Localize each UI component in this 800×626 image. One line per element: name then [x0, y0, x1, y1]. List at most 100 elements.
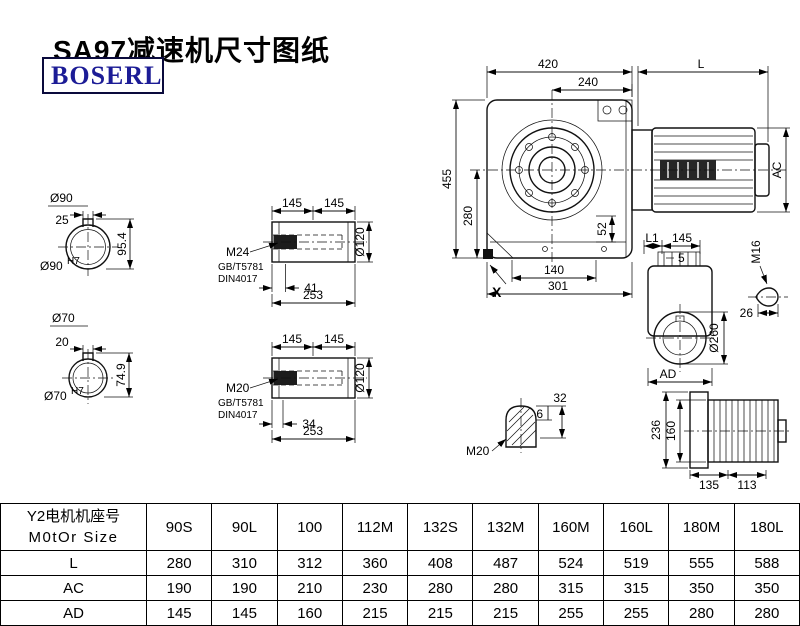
table-cell: 588	[733, 550, 800, 576]
dim-236: 236	[649, 391, 688, 469]
col-header-100: 100	[276, 503, 343, 551]
dim-label-26: 26	[740, 306, 754, 320]
dim-label-301: 301	[548, 279, 568, 293]
table-cell: 160	[276, 600, 343, 626]
dim-label-m16: M16	[749, 240, 763, 264]
col-header-180m: 180M	[668, 503, 735, 551]
table-cell: 210	[276, 575, 343, 601]
dim-420: 420	[486, 57, 633, 98]
dim-motor-length-L: L	[637, 57, 769, 142]
std-label-din4017b: DIN4017	[218, 410, 258, 421]
dim-label-236: 236	[649, 420, 663, 440]
table-cell: 215	[407, 600, 474, 626]
table-cell: 215	[341, 600, 409, 626]
dim-height-95-4: 95.4	[96, 218, 134, 270]
table-cell: 487	[472, 550, 539, 576]
table-cell: 280	[668, 600, 735, 626]
dim-label-253a: 253	[303, 288, 323, 302]
dim-113: 113	[728, 470, 767, 492]
table-cell: 190	[145, 575, 213, 601]
dim-145-145-bottom: 145 145	[271, 332, 356, 356]
col-header-112m: 112M	[341, 503, 409, 551]
dim-label-420: 420	[538, 57, 558, 71]
table-cell: 230	[341, 575, 409, 601]
dim-label-253b: 253	[303, 424, 323, 438]
table-cell: 145	[211, 600, 278, 626]
dim-32: 32	[540, 391, 567, 439]
table-cell: 255	[537, 600, 605, 626]
dim-AD: AD	[647, 367, 713, 386]
main-front-view: 420 L 240 455 280 52	[440, 57, 790, 300]
dim-52: 52	[595, 215, 616, 243]
dim-140: 140	[511, 260, 597, 282]
side-view: L1 145 5 M16 26 Ø260 AD	[643, 231, 788, 386]
dim-label-160: 160	[664, 421, 678, 441]
dim-280: 280	[461, 170, 480, 258]
std-label-gbt5781a: GB/T5781	[218, 262, 264, 273]
dim-M16: M16	[749, 240, 768, 285]
dim-301: 301	[486, 262, 633, 298]
dim-label-L: L	[698, 57, 705, 71]
table-cell: 280	[145, 550, 213, 576]
hollow-shaft-m24-view: 145 145 Ø120 M24 GB/T5781 DIN4017 41	[218, 196, 373, 307]
dim-label-20: 20	[55, 335, 69, 349]
dim-label-dia90-h7: Ø90	[40, 259, 63, 273]
dim-label-dia70-h7: Ø70	[44, 389, 67, 403]
col-header-90s: 90S	[145, 503, 213, 551]
dim-dia120-top: Ø120	[353, 221, 373, 263]
dim-label-dia260: Ø260	[707, 323, 721, 353]
col-header-90l: 90L	[211, 503, 278, 551]
table-cell: 215	[472, 600, 539, 626]
table-cell: 255	[603, 600, 670, 626]
dim-label-dia120b: Ø120	[353, 363, 367, 393]
row-label-AD: AD	[0, 600, 147, 626]
dim-135: 135	[689, 470, 729, 492]
dim-label-25: 25	[55, 213, 69, 227]
dim-label-145c: 145	[282, 332, 302, 346]
table-cell: 408	[407, 550, 474, 576]
table-header-row: Y2电机机座号 M0tOr Size 90S 90L 100 112M 132S…	[0, 503, 800, 551]
dim-160: 160	[664, 399, 706, 463]
row-label-L: L	[0, 550, 147, 576]
motor-size-table: Y2电机机座号 M0tOr Size 90S 90L 100 112M 132S…	[0, 503, 800, 626]
dim-label-dia90: Ø90	[50, 191, 73, 205]
table-cell: 280	[472, 575, 539, 601]
table-cell: 350	[733, 575, 800, 601]
motor-outline	[631, 127, 770, 213]
dim-label-95-4: 95.4	[115, 232, 129, 256]
boserl-logo-text: BOSERL	[51, 60, 163, 90]
table-row-AD: AD 145 145 160 215 215 215 255 255 280 2…	[0, 600, 800, 626]
shaft-section-70-view: Ø70 20 74.9 Ø70 H7	[44, 311, 133, 404]
dim-label-113: 113	[737, 478, 756, 492]
dim-label-280: 280	[461, 206, 475, 226]
table-row-L: L 280 310 312 360 408 487 524 519 555 58…	[0, 550, 800, 576]
dim-455: 455	[440, 99, 485, 259]
hollow-shaft-m20-view: 145 145 Ø120 M20 GB/T5781 DIN4017 34	[218, 332, 373, 443]
dim-key-width-20: 20	[55, 335, 106, 355]
dim-145-145-top: 145 145	[271, 196, 356, 220]
dim-label-145e: 145	[672, 231, 692, 245]
dim-label-m24: M24	[226, 245, 250, 259]
dim-label-52: 52	[595, 222, 609, 236]
dim-240: 240	[552, 75, 633, 97]
motor-shaft-end-profile	[755, 287, 779, 307]
dim-label-L1: L1	[645, 231, 659, 245]
dim-dia120-bottom: Ø120	[353, 357, 373, 399]
technical-drawing: Ø90 25 95.4 Ø90 H7 Ø70	[40, 57, 792, 492]
table-cell: 519	[603, 550, 670, 576]
dim-label-dia70: Ø70	[52, 311, 75, 325]
col-header-160m: 160M	[537, 503, 605, 551]
dim-label-m20-stud: M20	[466, 444, 490, 458]
dim-label-6: 6	[536, 407, 543, 421]
dim-label-dia120a: Ø120	[353, 227, 367, 257]
dim-label-X: X	[492, 284, 502, 300]
table-cell: 280	[733, 600, 800, 626]
dim-label-m20: M20	[226, 381, 250, 395]
dim-label-34: 34	[302, 417, 316, 431]
std-label-gbt5781b: GB/T5781	[218, 398, 264, 409]
dim-height-74-9: 74.9	[96, 352, 133, 398]
view-marker-block	[483, 249, 493, 259]
col-header-180l: 180L	[733, 503, 800, 551]
boserl-logo: BOSERL	[42, 57, 164, 94]
dim-AC: AC	[757, 127, 790, 213]
